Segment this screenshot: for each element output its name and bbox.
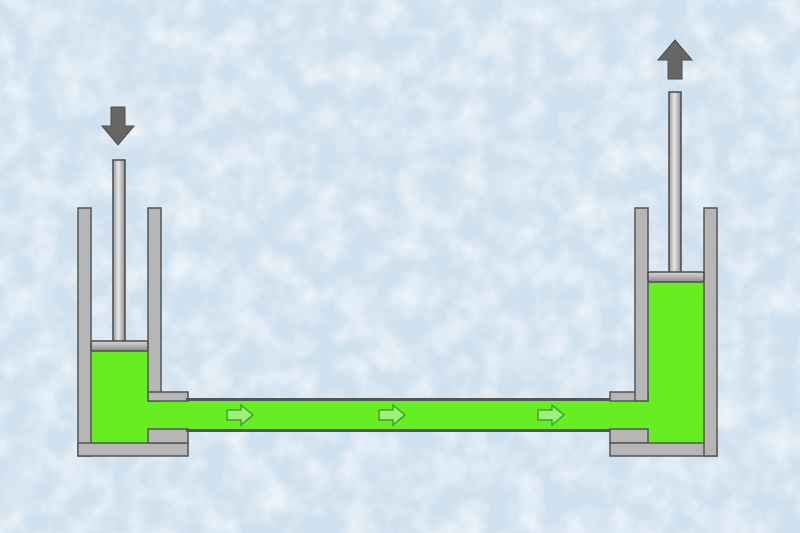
left-cylinder-outer-wall xyxy=(77,207,92,457)
left-piston-head xyxy=(90,340,149,352)
right-cylinder-fluid xyxy=(648,281,704,444)
pipe-top-wall xyxy=(186,398,610,401)
left-cylinder-inner-wall-upper xyxy=(147,207,162,402)
transfer-pipe xyxy=(186,398,610,432)
right-cylinder-inner-wall-upper xyxy=(634,207,649,402)
arrow-down-icon xyxy=(100,106,136,146)
pipe-bottom-wall xyxy=(186,429,610,432)
left-cylinder-base xyxy=(77,442,189,457)
right-piston-rod xyxy=(668,91,682,274)
right-cylinder-outer-wall xyxy=(703,207,718,457)
left-piston-rod xyxy=(112,159,126,343)
right-cylinder xyxy=(609,207,718,457)
right-pipe-bottom-wall xyxy=(609,428,649,444)
right-cylinder-base xyxy=(609,442,718,457)
left-cylinder xyxy=(77,207,189,457)
arrow-right-icon xyxy=(378,403,407,427)
left-cylinder-fluid xyxy=(91,350,148,444)
right-piston-head xyxy=(647,271,705,283)
left-piston xyxy=(90,159,149,352)
left-pipe-top-wall xyxy=(147,391,189,402)
right-piston xyxy=(647,91,705,283)
arrow-up-icon xyxy=(656,39,694,80)
arrow-right-icon xyxy=(226,403,255,427)
hydraulic-fluid xyxy=(91,281,704,444)
left-pipe-bottom-wall xyxy=(147,428,189,444)
arrow-right-icon xyxy=(537,403,566,427)
flow-arrows xyxy=(226,403,566,427)
